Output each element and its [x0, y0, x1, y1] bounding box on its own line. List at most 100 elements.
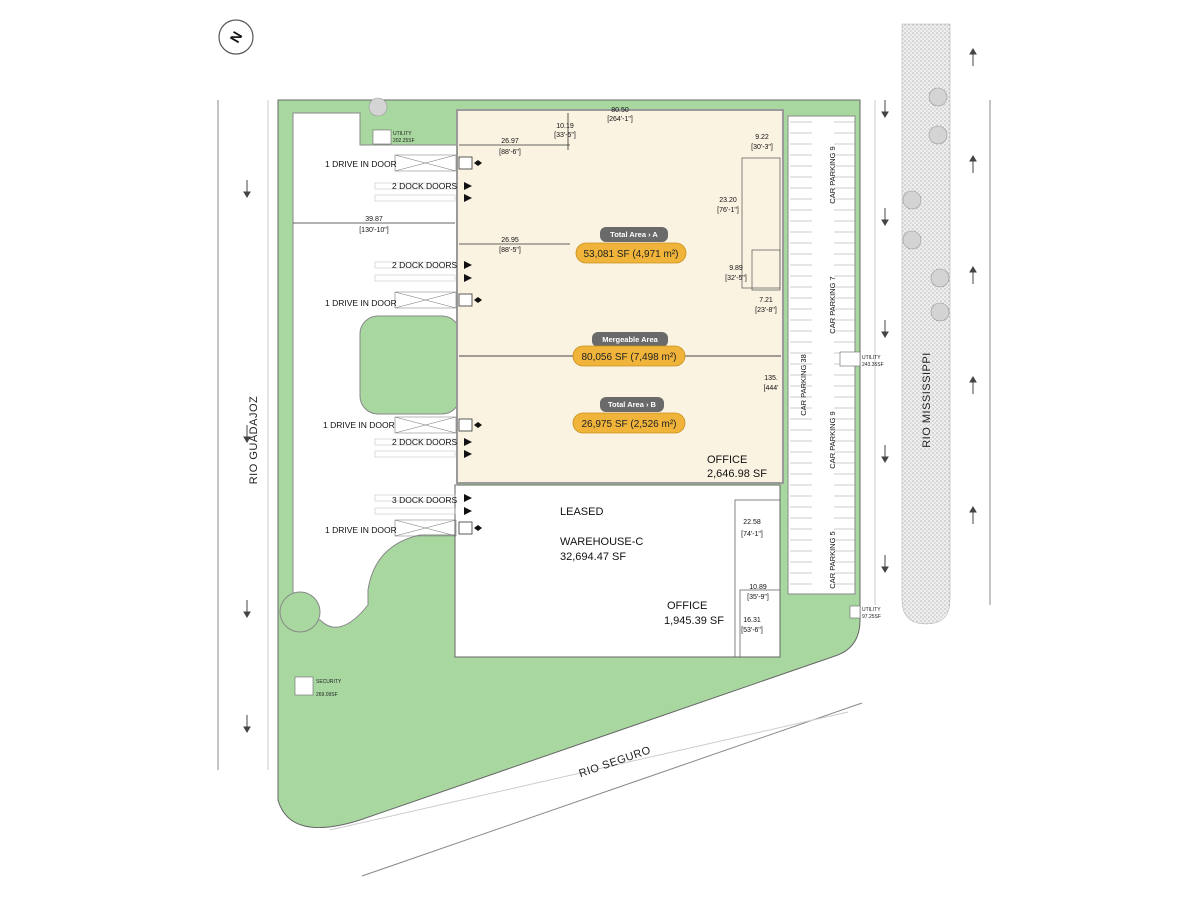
compass: N [218, 19, 254, 55]
trees [368, 87, 950, 322]
merge-tag-text: Mergeable Area [602, 335, 658, 344]
dock-door-marker [464, 507, 472, 515]
dim-2320-ft: [76'-1"] [717, 207, 739, 214]
drive-in-door-marker [474, 160, 482, 166]
utility-2-name: UTILITY [862, 355, 881, 361]
door-label-6: 2 DOCK DOORS [392, 437, 458, 447]
merge-value: 80,056 SF (7,498 m²) [581, 352, 676, 363]
dim-2697-m: 26.97 [501, 138, 519, 145]
dim-2258-m: 22.58 [743, 519, 761, 526]
dock-door-marker [464, 450, 472, 458]
dim-922-m: 9.22 [755, 134, 769, 141]
area-a-pill [575, 242, 687, 264]
area-b-tag-text: Total Area › B [608, 400, 657, 409]
dimension-lines [293, 113, 570, 245]
dock-door-marker [464, 261, 472, 269]
truck-bay [374, 438, 456, 446]
area-b-pill [572, 412, 686, 434]
road-edge-south-outer [361, 702, 863, 877]
dim-1089-m: 10.89 [749, 584, 767, 591]
dim-989-ft: [32'-5"] [725, 275, 747, 282]
leased-label: LEASED [560, 506, 603, 518]
drive-in-ramp [394, 154, 457, 172]
office-top-name: OFFICE [707, 454, 747, 466]
dim-top-m: 80.50 [611, 107, 629, 114]
door-label-4: 1 DRIVE IN DOOR [325, 298, 397, 308]
warehouse-c-building [454, 484, 781, 658]
merge-pill [572, 345, 686, 367]
door-label-5: 1 DRIVE IN DOOR [323, 420, 395, 430]
dim-721-ft: [23'-8"] [755, 307, 777, 314]
truck-bay [374, 274, 456, 282]
utility-3-area: 97.25SF [862, 614, 881, 620]
area-b-tag [600, 397, 664, 412]
dim-1019-ft: [33'-5"] [554, 132, 576, 139]
office-bottom-name: OFFICE [667, 600, 707, 612]
dim-2258-ft: [74'-1"] [741, 531, 763, 538]
utility-2-area: 243.35SF [862, 362, 884, 368]
direction-arrows [243, 48, 977, 733]
truck-bay [374, 182, 456, 190]
dim-top-ft: [264'-1"] [607, 116, 633, 123]
drive-in-door-marker [474, 525, 482, 531]
door-symbols [374, 154, 482, 537]
street-south: RIO SEGURO [577, 744, 652, 780]
truck-bay [374, 494, 456, 502]
drive-in-door-marker [474, 422, 482, 428]
parking-label-1: CAR PARKING 9 [828, 146, 837, 203]
dim-1631-m: 16.31 [743, 617, 761, 624]
dock-door-marker [464, 182, 472, 190]
area-a-value: 53,081 SF (4,971 m²) [583, 249, 678, 260]
dim-3987-ft: [130'-10"] [359, 227, 389, 234]
drive-in-door-symbol [458, 156, 473, 170]
road-edge-south-inner [329, 711, 849, 831]
parking-label-5: CAR PARKING 5 [828, 531, 837, 588]
area-a-badge[interactable]: Total Area › A 53,081 SF (4,971 m²) [575, 227, 687, 264]
truck-bay [374, 194, 456, 202]
security-area: 269.09SF [316, 692, 338, 698]
turnaround-island [279, 591, 321, 633]
dim-1089-ft: [35'-9"] [747, 594, 769, 601]
river-strip [901, 23, 951, 625]
utility-box-1 [372, 129, 392, 145]
dim-2695-m: 26.95 [501, 237, 519, 244]
dim-721-m: 7.21 [759, 297, 773, 304]
dim-135-m: 135. [764, 375, 778, 382]
security-box [294, 676, 314, 696]
warehouse-c-name: WAREHOUSE-C [560, 536, 643, 548]
dim-135-ft: [444' [764, 385, 779, 392]
door-label-1: 1 DRIVE IN DOOR [325, 159, 397, 169]
truck-bay [374, 261, 456, 269]
dim-3987-m: 39.87 [365, 216, 383, 223]
dock-door-marker [464, 194, 472, 202]
parking-label-3: CAR PARKING 38 [799, 354, 808, 416]
merge-area-badge[interactable]: Mergeable Area 80,056 SF (7,498 m²) [572, 332, 686, 367]
utility-3-name: UTILITY [862, 607, 881, 613]
dock-door-marker [464, 494, 472, 502]
utility-1-area: 202.25SF [393, 138, 415, 144]
dock-door-marker [464, 438, 472, 446]
drive-in-door-symbol [458, 418, 473, 432]
office-top-outline [741, 157, 781, 289]
merge-tag [592, 332, 668, 347]
parking-label-2: CAR PARKING 7 [828, 276, 837, 333]
area-b-badge[interactable]: Total Area › B 26,975 SF (2,526 m²) [572, 397, 686, 434]
drive-in-door-marker [474, 297, 482, 303]
office-top-area: 2,646.98 SF [707, 468, 767, 480]
truck-bay [374, 450, 456, 458]
dim-1631-ft: [53'-6"] [741, 627, 763, 634]
dim-2320-m: 23.20 [719, 197, 737, 204]
truck-bay [374, 507, 456, 515]
dim-922-ft: [30'-3"] [751, 144, 773, 151]
utility-1-name: UTILITY [393, 131, 412, 137]
area-a-tag-text: Total Area › A [610, 230, 658, 239]
utility-box-2 [839, 351, 861, 367]
street-east: RIO MISSISSIPPI [921, 352, 933, 448]
utility-box-3 [849, 605, 861, 619]
street-west: RIO GUADAJOZ [248, 396, 260, 485]
drive-in-ramp [394, 416, 457, 434]
landscape-island [359, 315, 461, 415]
door-label-7: 3 DOCK DOORS [392, 495, 458, 505]
dim-2697-ft: [88'-6"] [499, 149, 521, 156]
